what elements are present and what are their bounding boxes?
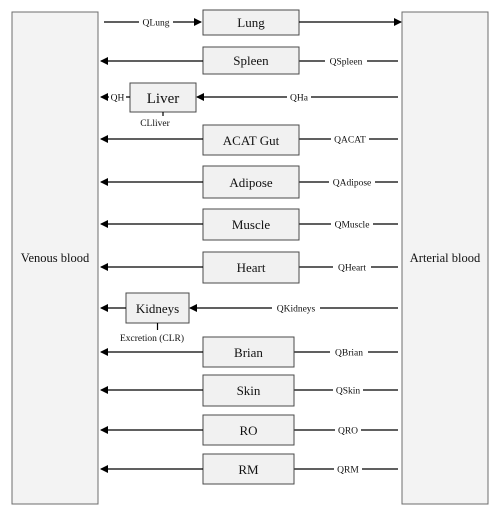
organ-label-adipose: Adipose xyxy=(229,175,273,190)
organ-label-muscle: Muscle xyxy=(232,217,271,232)
flow-label-qbrian: QBrian xyxy=(335,349,363,359)
organ-box-skin xyxy=(202,374,295,407)
flow-label-qheart: QHeart xyxy=(338,264,366,274)
organ-label-heart: Heart xyxy=(237,260,266,275)
organ-box-rm xyxy=(202,453,295,485)
organ-box-spleen xyxy=(202,46,300,75)
flow-label-qskin: QSkin xyxy=(336,387,361,397)
organ-box-heart xyxy=(202,251,300,284)
label-mask xyxy=(330,346,368,358)
organ-label-liver: Liver xyxy=(147,91,179,107)
organ-label-spleen: Spleen xyxy=(233,53,269,68)
organ-box-adipose xyxy=(202,165,300,199)
flow-label-qadipose: QAdipose xyxy=(333,179,372,189)
flow-label-qro: QRO xyxy=(338,427,358,437)
label-mask xyxy=(329,176,375,188)
flow-label-qmuscle: QMuscle xyxy=(335,221,370,231)
organ-label-ro: RO xyxy=(239,423,257,438)
label-mask xyxy=(272,302,320,314)
clearance-label-liver: CLliver xyxy=(140,119,170,129)
label-mask xyxy=(109,91,126,103)
organ-label-kidneys: Kidneys xyxy=(136,301,179,316)
venous-blood-label: Venous blood xyxy=(21,251,90,265)
arterial-blood-panel xyxy=(401,11,489,505)
organ-box-lung xyxy=(202,9,300,36)
flow-label-qha: QHa xyxy=(290,94,309,104)
organ-box-acat-gut xyxy=(202,124,300,156)
label-mask xyxy=(333,384,363,396)
label-mask xyxy=(334,463,362,475)
label-mask xyxy=(139,16,173,28)
arterial-blood-label: Arterial blood xyxy=(410,251,481,265)
label-mask xyxy=(331,133,369,145)
flow-label-qlung: QLung xyxy=(143,19,170,29)
organ-label-rm: RM xyxy=(238,462,259,477)
label-mask xyxy=(335,424,361,436)
venous-blood-panel xyxy=(11,11,99,505)
organ-label-acat-gut: ACAT Gut xyxy=(223,133,280,148)
organ-box-kidneys xyxy=(125,292,190,324)
clearance-label-kidneys: Excretion (CLR) xyxy=(120,333,184,344)
organ-label-skin: Skin xyxy=(237,383,261,398)
organ-box-brian xyxy=(202,336,295,368)
organ-label-brian: Brian xyxy=(234,345,263,360)
label-mask xyxy=(325,55,367,67)
flow-label-qh: QH xyxy=(111,94,125,104)
flow-label-qrm: QRM xyxy=(337,466,359,476)
label-mask xyxy=(333,261,371,273)
flow-label-qacat: QACAT xyxy=(334,136,366,146)
organ-box-muscle xyxy=(202,208,300,241)
label-mask xyxy=(287,91,311,103)
organ-label-lung: Lung xyxy=(237,15,265,30)
flow-label-qspleen: QSpleen xyxy=(330,58,363,68)
flow-label-qkidneys: QKidneys xyxy=(277,305,316,315)
label-mask xyxy=(331,218,373,230)
